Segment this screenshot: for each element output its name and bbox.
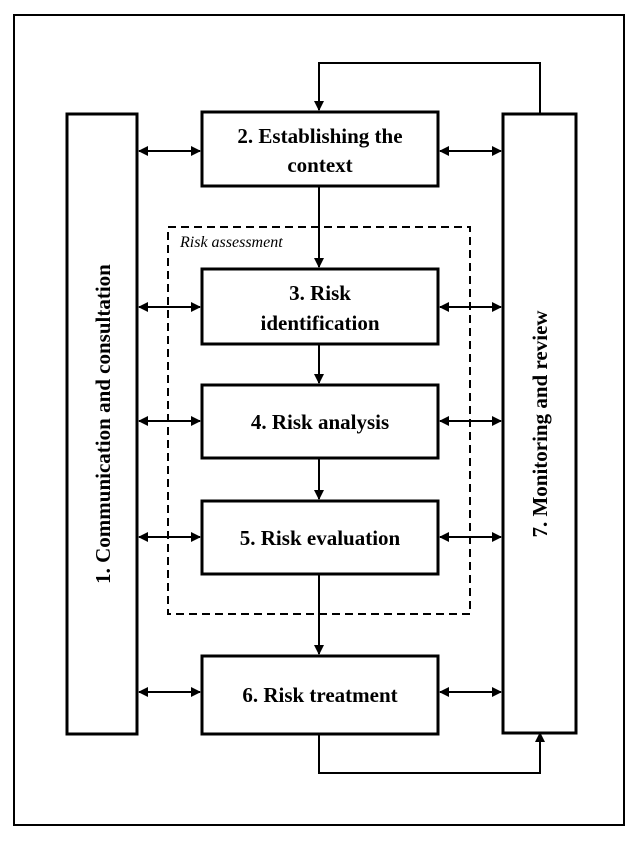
label-establishing-context-line2: context: [287, 153, 352, 177]
box-establishing-context: [200, 110, 440, 188]
label-risk-identification-line2: identification: [261, 311, 380, 335]
label-communication-consultation: 1. Communication and consultation: [91, 264, 115, 584]
box-communication-consultation: [65, 112, 139, 736]
label-risk-analysis: 4. Risk analysis: [251, 410, 389, 434]
box-risk-evaluation: [200, 499, 440, 576]
label-risk-evaluation: 5. Risk evaluation: [240, 526, 401, 550]
box-risk-analysis: [200, 383, 440, 460]
label-risk-identification-line1: 3. Risk: [289, 281, 351, 305]
feedback-loop-bottom: [318, 732, 545, 774]
label-risk-treatment: 6. Risk treatment: [242, 683, 397, 707]
label-establishing-context-line1: 2. Establishing the: [237, 124, 402, 148]
feedback-loop-top: [314, 62, 541, 113]
label-monitoring-review: 7. Monitoring and review: [528, 310, 552, 538]
box-risk-identification: [200, 267, 440, 346]
box-monitoring-review: [501, 112, 578, 735]
box-risk-treatment: [200, 654, 440, 736]
risk-assessment-label: Risk assessment: [179, 234, 283, 251]
